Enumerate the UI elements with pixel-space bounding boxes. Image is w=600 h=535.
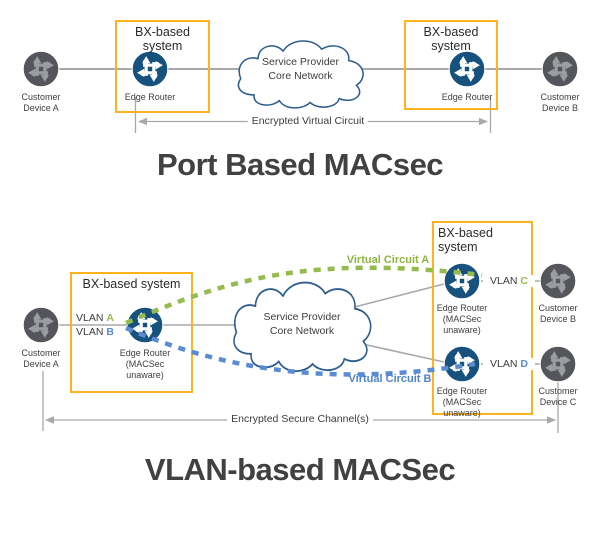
bottom-cloud-label: Service Provider Core Network [263,311,341,337]
virtual-circuit-a-label: Virtual Circuit A [346,254,430,266]
vlan-a-letter: A [106,312,114,324]
bottom-dimension-label: Encrypted Secure Channel(s) [227,413,373,425]
top-title: Port Based MACsec [156,147,444,182]
top-bx-box-right-label: BX-based system [423,25,479,53]
bottom-customer-device-c-node [539,345,577,383]
vlan-d-name: VLAN [490,358,518,370]
vlan-a-label: VLAN A [76,312,114,324]
top-edge-router-right-node [448,50,486,88]
top-dimension-label: Encrypted Virtual Circuit [247,115,369,127]
top-bx-box-left-label: BX-based system [135,25,190,53]
bottom-edge-router-left-node [126,306,164,344]
bottom-edge-router-left-label: Edge Router (MACSec unaware) [119,348,171,380]
top-edge-router-right-label: Edge Router [441,92,493,102]
top-bx-box-right [404,20,498,110]
bottom-edge-router-bottom-label: Edge Router (MACSec unaware) [436,386,488,418]
bottom-customer-a-label: Customer Device A [21,348,61,369]
vlan-c-name: VLAN [490,275,518,287]
top-bx-box-left [115,20,210,113]
vlan-c-letter: C [520,275,528,287]
top-customer-device-a-node [22,50,60,88]
bottom-customer-device-a-node [22,306,60,344]
juniper-router-icon [126,306,164,344]
juniper-router-icon [541,50,579,88]
top-customer-device-b-node [541,50,579,88]
juniper-router-icon [22,50,60,88]
top-edge-router-left-node [131,50,169,88]
juniper-router-icon [22,306,60,344]
bottom-bx-box-left-label: BX-based system [82,277,181,291]
bottom-customer-c-label: Customer Device C [538,386,578,407]
vlan-c-label: VLAN C [483,275,535,287]
virtual-circuit-b-label: Virtual Circuit B [348,373,432,385]
bottom-bx-box-right-label: BX-based system [438,226,493,254]
vlan-b-letter: B [106,326,114,338]
bottom-edge-router-top-node [443,262,481,300]
vlan-b-name: VLAN [76,326,104,338]
juniper-router-icon [131,50,169,88]
juniper-router-icon [539,345,577,383]
top-cloud-label: Service Provider Core Network [261,56,340,82]
top-customer-a-label: Customer Device A [21,92,61,113]
vlan-d-label: VLAN D [483,358,535,370]
bottom-customer-b-label: Customer Device B [538,303,578,324]
bottom-title: VLAN-based MACSec [144,452,456,487]
vlan-b-label: VLAN B [76,326,114,338]
juniper-router-icon [443,262,481,300]
bottom-edge-router-top-label: Edge Router (MACSec unaware) [436,303,488,335]
bottom-customer-device-b-node [539,262,577,300]
juniper-router-icon [448,50,486,88]
top-edge-router-left-label: Edge Router [124,92,176,102]
vlan-a-name: VLAN [76,312,104,324]
vlan-d-letter: D [520,358,528,370]
juniper-router-icon [539,262,577,300]
top-customer-b-label: Customer Device B [540,92,580,113]
